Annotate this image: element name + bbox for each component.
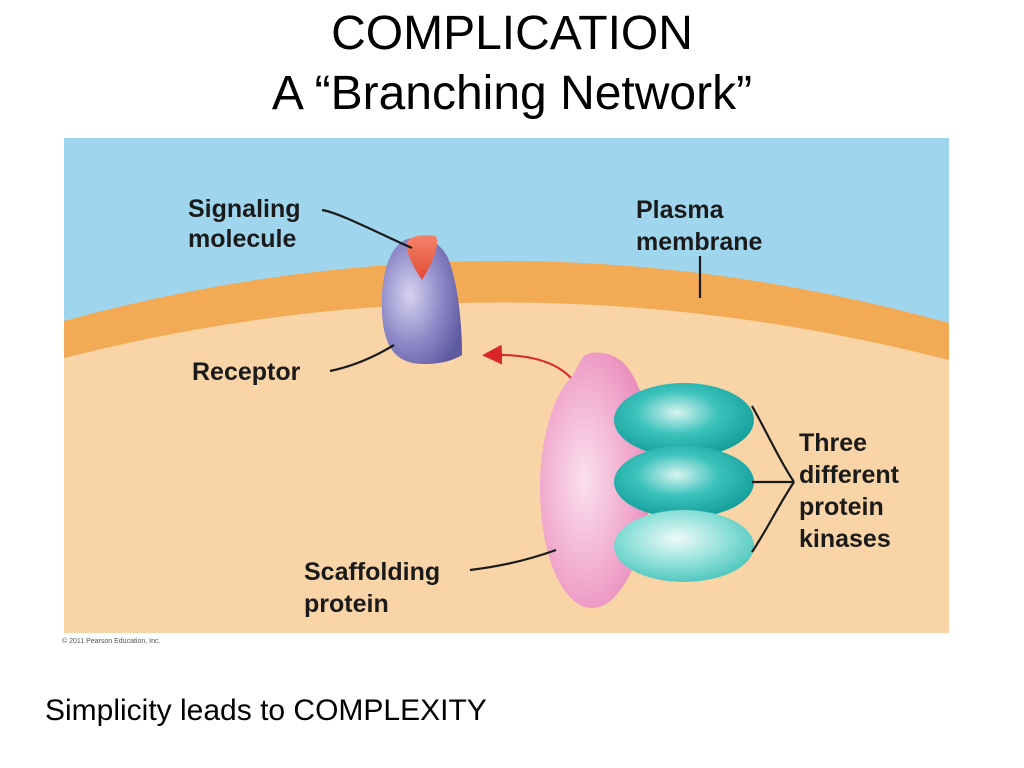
signaling-molecule-leader (321, 208, 413, 250)
slide-caption: Simplicity leads to COMPLEXITY (45, 694, 487, 727)
scaffolding-leader (469, 548, 557, 572)
plasma-membrane-label-line2: membrane (636, 228, 763, 256)
signaling-molecule-label-line2: molecule (188, 225, 296, 253)
protein-kinase-2 (614, 446, 754, 518)
title-line-2: A “Branching Network” (271, 67, 753, 120)
plasma-membrane (64, 260, 949, 360)
protein-kinase-1 (614, 383, 754, 457)
three-kinases-label-line1: Three (799, 429, 867, 457)
protein-kinase-3 (614, 510, 754, 582)
diagram-svg: Signaling molecule Plasma membrane Recep… (64, 138, 949, 633)
three-kinases-label-line4: kinases (799, 525, 891, 553)
three-kinases-label-line2: different (799, 461, 900, 489)
scaffolding-protein-label-line2: protein (304, 590, 389, 618)
scaffolding-protein-label: Scaffolding protein (304, 558, 447, 618)
signaling-molecule-label: Signaling molecule (188, 195, 307, 253)
scaffolding-protein-label-line1: Scaffolding (304, 558, 440, 586)
plasma-membrane-label-line1: Plasma (636, 196, 725, 224)
kinases-bracket (751, 405, 795, 553)
activation-arrow (482, 344, 572, 379)
signaling-molecule (406, 235, 438, 280)
plasma-membrane-label: Plasma membrane (636, 196, 763, 256)
signaling-molecule-label-line1: Signaling (188, 195, 301, 223)
receptor (381, 238, 462, 364)
copyright-notice: © 2011 Pearson Education, Inc. (62, 638, 161, 645)
three-kinases-label-line3: protein (799, 493, 884, 521)
slide-title: COMPLICATION A “Branching Network” (0, 4, 1024, 124)
receptor-leader (329, 344, 395, 373)
receptor-label: Receptor (192, 358, 301, 386)
three-kinases-label: Three different protein kinases (799, 429, 906, 553)
title-line-1: COMPLICATION (331, 7, 693, 60)
signaling-diagram: Signaling molecule Plasma membrane Recep… (64, 138, 949, 633)
